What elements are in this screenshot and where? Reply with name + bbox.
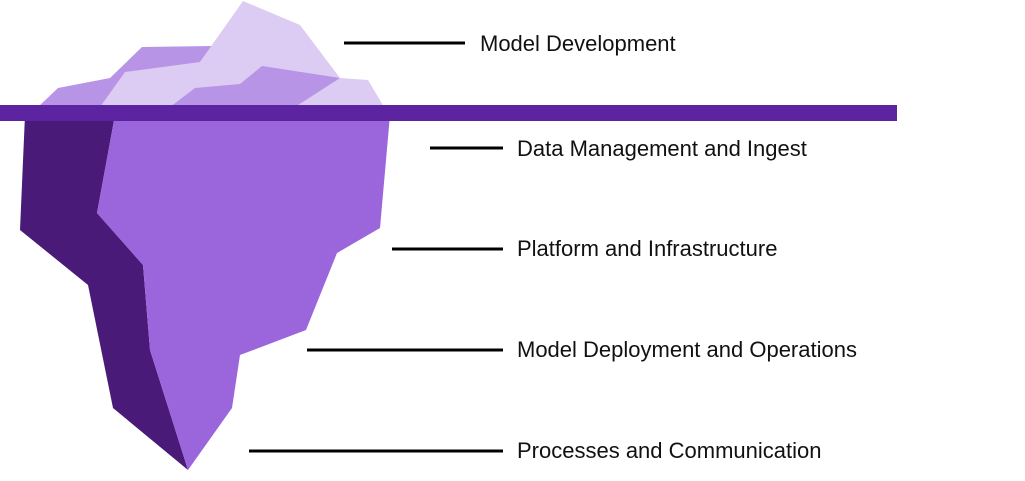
- iceberg-tip-front: [170, 66, 340, 107]
- waterline: [0, 105, 897, 121]
- label-platform-and-infrastructure: Platform and Infrastructure: [517, 236, 778, 261]
- label-model-deployment-and-operations: Model Deployment and Operations: [517, 337, 857, 362]
- iceberg-shadow-face: [20, 115, 188, 470]
- label-model-development: Model Development: [480, 31, 676, 56]
- iceberg-underwater-body: [97, 115, 390, 470]
- label-data-management-and-ingest: Data Management and Ingest: [517, 136, 807, 161]
- label-processes-and-communication: Processes and Communication: [517, 438, 822, 463]
